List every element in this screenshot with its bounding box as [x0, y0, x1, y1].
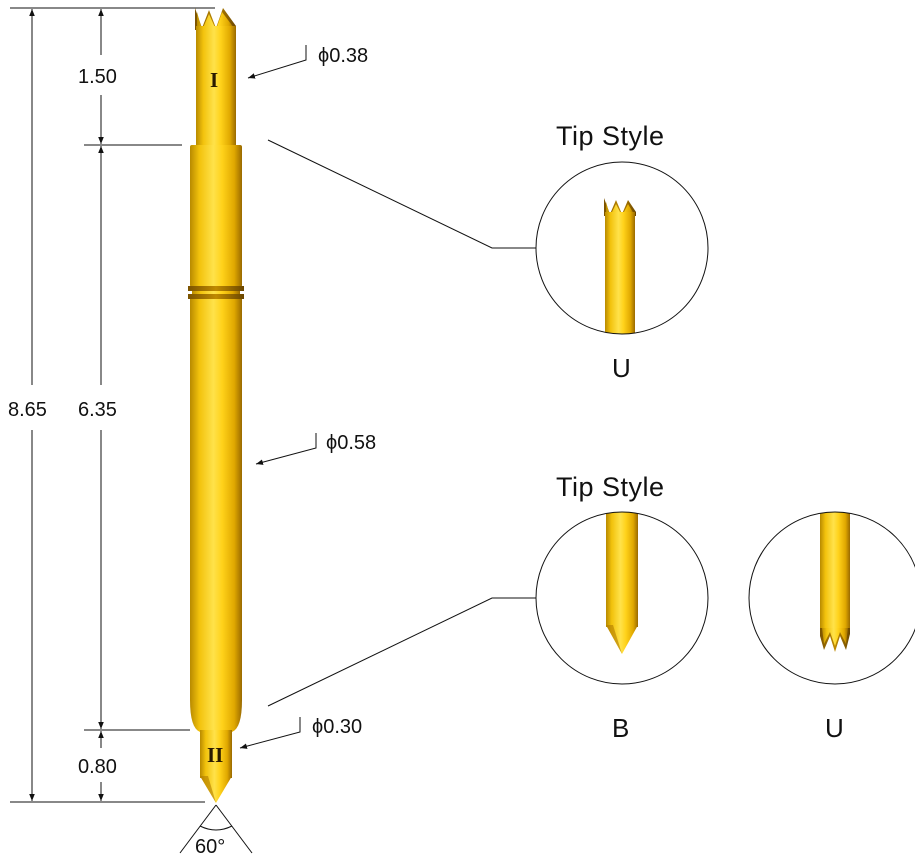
tip-option-bottom-b: B — [612, 713, 629, 743]
angle-indicator — [179, 804, 253, 854]
tip-detail-bottom-u — [748, 511, 915, 685]
plunger-bottom — [200, 730, 232, 778]
diameter-label-body: ϕ0.58 — [326, 432, 376, 454]
dim-label-tip: 1.50 — [78, 66, 117, 88]
callout-leader-bottom — [267, 597, 536, 707]
tip-detail-bottom-b — [535, 511, 709, 685]
callout-leader-top — [267, 139, 536, 249]
dim-label-body: 6.35 — [78, 399, 117, 421]
tip-style-title-top: Tip Style — [556, 121, 665, 151]
diameter-label-tip: ϕ0.38 — [318, 45, 368, 67]
angle-label: 60° — [195, 836, 225, 858]
barrel-crimp-1 — [188, 286, 244, 291]
dim-label-total: 8.65 — [8, 399, 47, 421]
tip-style-title-bottom: Tip Style — [556, 472, 665, 502]
probe-pin — [188, 8, 244, 803]
section-mark-bottom: II — [207, 743, 223, 767]
tip-detail-top-u — [535, 161, 709, 335]
barrel-lower — [190, 299, 242, 732]
dim-label-tail: 0.80 — [78, 756, 117, 778]
diameter-leaders — [239, 45, 317, 749]
diameter-label-tail: ϕ0.30 — [312, 716, 362, 738]
barrel-crimp-2 — [188, 294, 244, 299]
barrel-upper — [190, 145, 242, 287]
section-mark-top: I — [210, 68, 218, 92]
dimension-lines — [10, 7, 215, 803]
plunger-top — [196, 26, 236, 146]
tip-option-bottom-u: U — [825, 713, 844, 743]
tip-option-top-u: U — [612, 353, 631, 383]
